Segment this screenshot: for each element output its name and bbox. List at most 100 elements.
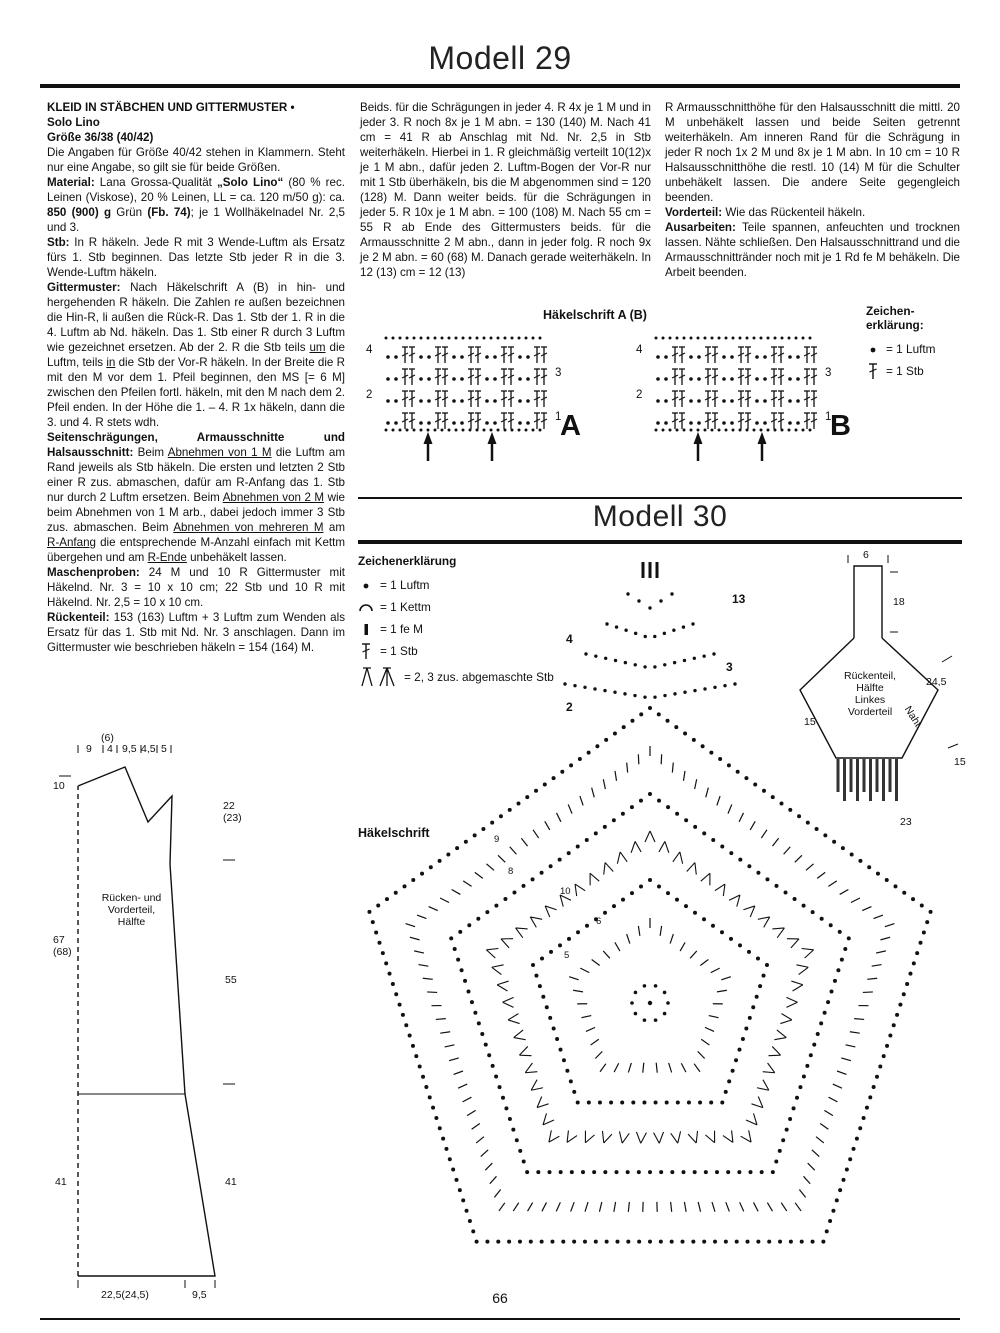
paragraph: Material: Lana Grossa-Qualität „Solo Lin… [47,176,346,234]
kettm-arc-icon [359,604,373,612]
measure-label: 24,5 [926,676,947,688]
schematic-m30-drawing [799,555,959,801]
measure-label: 15 [804,716,816,728]
chart-b-letter: B [830,410,851,442]
row-number: 4 [366,344,373,356]
chart-number: 6 [596,916,602,927]
legend-item: = 1 Stb [358,640,598,662]
pentagon-chart-svg [367,562,933,1244]
stb-cross-icon [869,363,877,379]
measure-label: 23 [900,816,912,828]
legend-label: = 2, 3 zus. abgemaschte Stb [404,670,554,684]
chart-number: 9 [494,834,500,845]
luftm-dot-icon [870,347,876,353]
chart-number: 8 [508,866,514,877]
text-column-middle: Beids. für die Schrägungen in jeder 4. R… [360,100,651,280]
measure-label: 4,5 [141,743,156,755]
measure-label: 41 [55,1176,67,1188]
chart-number: 13 [732,592,746,606]
schematic-m29-drawing [59,745,235,1288]
schematic-m30: 6 18 24,5 15 15 23 Rückenteil, Hälfte Li… [790,549,995,852]
paragraph: Solo Lino [47,116,100,129]
cluster-stb-icon [361,667,395,687]
chart-number: 2 [566,700,573,714]
legend-title: Zeichen- erklärung: [866,304,924,332]
festemasche-bar-icon [364,624,368,635]
measure-label: 9,5 [192,1289,207,1301]
legend-item: = 1 Stb [866,360,961,382]
legend-item: = 1 Luftm [358,574,598,596]
measure-label: 41 [225,1176,237,1188]
legend-label: = 1 fe M [380,622,423,636]
section-rule-bottom [358,540,962,544]
paragraph: Gittermuster: Nach Häkelschrift A (B) in… [47,281,345,429]
measure-label: 18 [893,596,905,608]
measure-label: 9,5 [122,743,137,755]
paragraph: Maschenproben: 24 M und 10 R Gittermuste… [47,566,345,609]
paragraph: Beids. für die Schrägungen in jeder 4. R… [360,101,651,279]
piece-label: Rückenteil, Hälfte Linkes Vorderteil [844,670,896,718]
measure-label: 15 [954,756,966,768]
chart-m30: 13 4 3 2 10 9 8 6 5 [350,548,962,1310]
legend-title: Zeichenerklärung [358,554,457,568]
paragraph: Stb: In R häkeln. Jede R mit 3 Wende-Luf… [47,236,345,279]
footer-rule [40,1318,960,1320]
chart-number: 10 [560,886,571,897]
legend-item: = 1 Luftm [866,338,961,360]
stb-cross-icon [362,643,370,659]
measure-label: 4 [107,743,113,755]
luftm-dot-icon [363,583,369,589]
section-rule-top [358,497,962,499]
paragraph: Seitenschrägungen, Armausschnitte und Ha… [47,431,345,564]
measure-label: 10 [53,780,65,792]
chart-number: 4 [566,632,573,646]
paragraph: Die Angaben für Größe 40/42 stehen in Kl… [47,146,345,174]
measure-label: 67 (68) [53,934,72,958]
row-number: 4 [636,344,643,356]
chart-m30-label: Häkelschrift [358,826,430,840]
schematic-m29: (6) 9 4 9,5 4,5 5 10 67 (68) 41 22 (23) … [35,732,275,1322]
chart-number: 3 [726,660,733,674]
chart-a-letter: A [560,410,581,442]
legend-m30: Zeichenerklärung = 1 Luftm = 1 Kettm = 1… [358,554,598,692]
row-number: 1 [555,411,562,423]
measure-label: 6 [863,549,869,561]
legend-m29: Zeichen- erklärung: = 1 Luftm = 1 Stb [866,304,961,382]
measure-label: 22 (23) [223,800,242,824]
measure-label: 22,5(24,5) [101,1289,149,1301]
measure-label: (6) [101,732,114,744]
row-number: 3 [825,367,832,379]
text-column-left: KLEID IN STÄBCHEN UND GITTERMUSTER • Sol… [47,100,345,655]
legend-label: = 1 Kettm [380,600,431,614]
paragraph: Größe 36/38 (40/42) [47,131,154,144]
header-rule [40,84,960,88]
measure-label: 55 [225,974,237,986]
chart-b: 4 3 2 1 B [636,330,851,470]
row-number: 3 [555,367,562,379]
paragraph: R Armausschnitthöhe für den Halsausschni… [665,101,960,204]
chart-b-svg [654,336,818,461]
measure-label: 5 [161,743,167,755]
model-30-title: Modell 30 [592,500,728,533]
paragraph: Vorderteil: Wie das Rückenteil häkeln. [665,206,866,219]
measure-label: 9 [86,743,92,755]
row-number: 2 [636,389,643,401]
legend-item: = 2, 3 zus. abgemaschte Stb [358,662,598,692]
legend-label: = 1 Stb [886,364,924,378]
paragraph: KLEID IN STÄBCHEN UND GITTERMUSTER • [47,101,295,114]
legend-label: = 1 Luftm [380,578,430,592]
paragraph: Rückenteil: 153 (163) Luftm + 3 Luftm zu… [47,611,345,654]
row-number: 1 [825,411,832,423]
page-number: 66 [492,1290,508,1306]
legend-item: = 1 fe M [358,618,598,640]
chart-a: 4 3 2 1 A [366,330,581,470]
chart-ab-title: Häkelschrift A (B) [543,308,647,322]
legend-label: = 1 Stb [380,644,418,658]
row-number: 2 [366,389,373,401]
chart-number: 5 [564,950,570,961]
legend-label: = 1 Luftm [886,342,936,356]
chart-a-svg [384,336,548,461]
text-column-right: R Armausschnitthöhe für den Halsausschni… [665,100,960,280]
paragraph: Ausarbeiten: Teile spannen, anfeuchten u… [665,221,960,279]
